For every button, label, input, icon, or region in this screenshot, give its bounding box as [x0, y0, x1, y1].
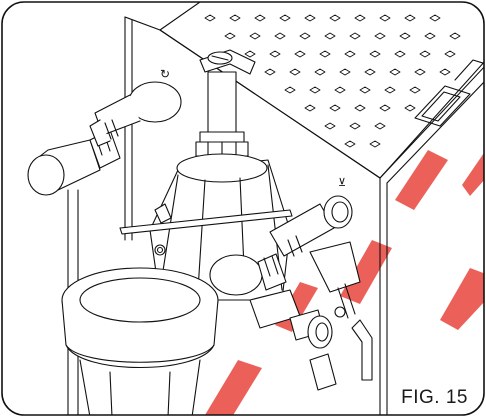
nozzle-fitting [249, 289, 346, 391]
lower-valve-knob [209, 253, 287, 296]
svg-text:↻: ↻ [160, 67, 170, 81]
side-handle-slot [414, 59, 484, 127]
steam-knob-upper: ↻ [89, 67, 182, 147]
central-column [195, 49, 256, 157]
housing-box [124, 2, 484, 415]
ventilation-grid [204, 14, 461, 148]
hot-water-valve: ⊻ [269, 177, 361, 319]
drain-pipe [351, 319, 373, 381]
figure-caption: FIG. 15 [399, 387, 470, 409]
portafilter-bowl [61, 267, 219, 415]
support-brace [119, 203, 293, 235]
svg-text:⊻: ⊻ [338, 177, 346, 189]
